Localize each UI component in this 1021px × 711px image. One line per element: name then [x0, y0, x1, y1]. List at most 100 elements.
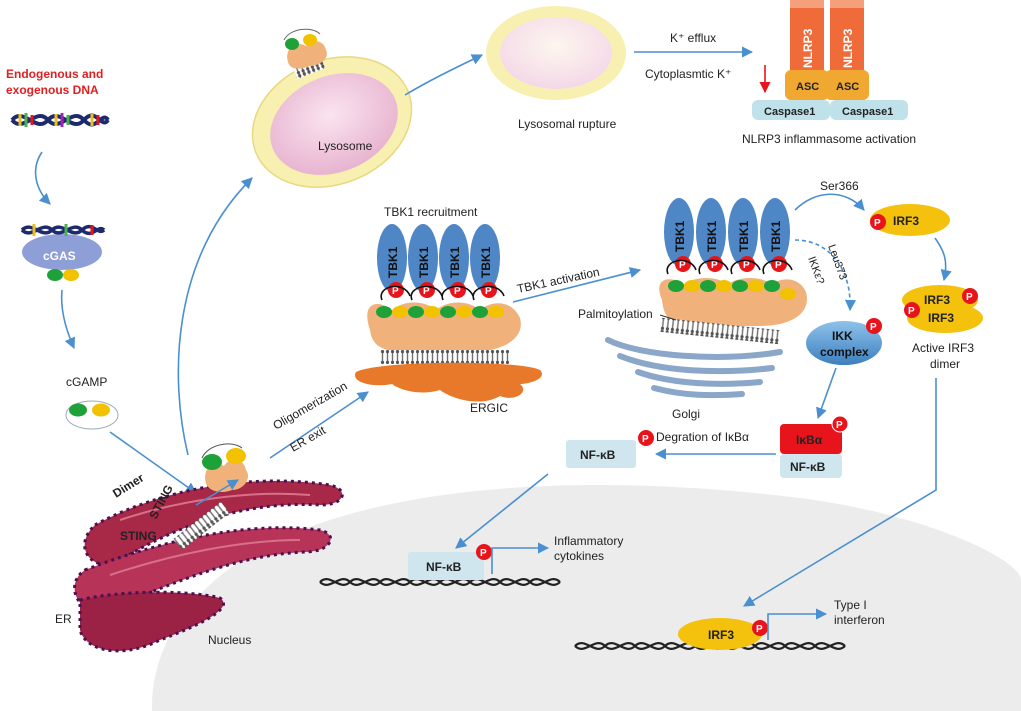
er-label: ER [55, 612, 72, 626]
ergic-membrane [354, 362, 542, 402]
ikk-label-1: IKK [832, 329, 853, 343]
tbk1-label-r1: TBK1 [386, 246, 400, 278]
ikke-label: IKKε? [805, 255, 826, 286]
palmitoylation-pointer [659, 314, 677, 321]
nfkb-nuclear-icon [408, 544, 492, 580]
arrow-irf3-to-dimer [934, 237, 952, 282]
ikk-complex-icon [806, 318, 882, 365]
nfkb-label-nuclear: NF-κB [426, 560, 462, 574]
arrow-leu373 [794, 239, 857, 312]
lysosomal-rupture-label: Lysosomal rupture [518, 117, 617, 131]
irf3-label: IRF3 [893, 214, 919, 228]
arrow-nfkb-to-nucleus [455, 473, 549, 549]
golgi-icon [605, 337, 783, 399]
type1-ifn-label-2: interferon [834, 613, 885, 627]
dna-source-label-line1: Endogenous and [6, 67, 103, 81]
ikba-label: IκBα [796, 433, 823, 447]
golgi-label: Golgi [672, 407, 700, 421]
p-label-dimer2: P [966, 292, 973, 303]
arrow-lysosome-to-rupture [404, 54, 484, 96]
p-label-g4: P [775, 260, 782, 271]
er-icon [73, 479, 344, 653]
p-label-nfkb-nuclear: P [480, 548, 487, 559]
type1-ifn-label-1: Type I [834, 598, 867, 612]
k-efflux-label: K⁺ efflux [670, 31, 716, 45]
ikba-nfkb-complex [780, 415, 849, 478]
arrow-cgamp-to-sting [109, 431, 197, 494]
er-exit-label: ER exit [288, 423, 329, 455]
ikk-label-2: complex [820, 345, 869, 359]
p-label-irf3: P [874, 218, 881, 229]
irf3-dimer-label-1: IRF3 [924, 293, 950, 307]
arrow-dna-to-cgas [34, 151, 51, 205]
tbk1-icon [377, 224, 500, 292]
ser366-label: Ser366 [820, 179, 859, 193]
dimer-label: Dimer [110, 470, 147, 500]
active-irf3-label-1: Active IRF3 [912, 341, 974, 355]
p-label-nfkb-free: P [642, 434, 649, 445]
arrow-sting-to-lysosome [177, 177, 253, 456]
cgas-enzyme-icon [20, 224, 106, 281]
cgamp-molecule-icon [65, 400, 119, 430]
p-label-g3: P [743, 260, 750, 271]
nfkb-free-icon [566, 430, 654, 468]
inflammatory-label-2: cytokines [554, 549, 604, 563]
p-label-r3: P [454, 286, 461, 297]
lysosome-icon [251, 28, 413, 188]
p-label-r4: P [485, 286, 492, 297]
lysosomal-rupture-icon [486, 6, 626, 100]
golgi-activation-complex: TBK1 TBK1 TBK1 TBK1 P P P P [605, 198, 807, 399]
p-label-ikba: P [836, 420, 843, 431]
cytoplasmic-k-label: Cytoplasmtic K⁺ [645, 67, 731, 81]
p-label-r2: P [423, 286, 430, 297]
caspase1-label-1: Caspase1 [764, 106, 815, 118]
active-irf3-label-2: dimer [930, 357, 960, 371]
sting-dimer-icon [201, 443, 249, 492]
arrow-tbk1-activation [512, 267, 642, 303]
irf3-nuclear-icon [678, 618, 768, 650]
p-label-r1: P [392, 286, 399, 297]
irf3-icon [870, 204, 950, 236]
tbk1-recruitment-label: TBK1 recruitment [384, 205, 478, 219]
cgamp-label: cGAMP [66, 375, 107, 389]
dna-helix-icon [10, 113, 110, 127]
degradation-label: Degration of IκBα [656, 430, 749, 444]
tbk1-label-g2: TBK1 [705, 220, 719, 252]
caspase1-label-2: Caspase1 [842, 106, 893, 118]
tbk1-label-r4: TBK1 [479, 246, 493, 278]
tbk1-label-g1: TBK1 [673, 220, 687, 252]
leu373-label: Leu373 [825, 243, 849, 282]
nucleus-region [151, 485, 1021, 711]
tbk1-label-r3: TBK1 [448, 246, 462, 278]
asc-label-2: ASC [836, 81, 859, 93]
arrow-sting-to-ergic [269, 391, 369, 459]
ergic-label: ERGIC [470, 401, 508, 415]
p-label-dimer1: P [908, 306, 915, 317]
p-label-g1: P [679, 260, 686, 271]
sting-label-2: STING [120, 529, 157, 543]
inflammatory-label-1: Inflammatory [554, 534, 623, 548]
dna-source-label-line2: exogenous DNA [6, 83, 99, 97]
lysosome-label: Lysosome [318, 139, 373, 153]
arrow-er-sting-small [195, 479, 239, 506]
inflammasome-icon [752, 0, 908, 120]
dna-strand-nfkb [319, 578, 561, 586]
p-label-irf3-nuclear: P [756, 624, 763, 635]
nlrp3-label-1: NLRP3 [801, 28, 815, 68]
tbk1-label-r2: TBK1 [417, 246, 431, 278]
oligomerization-label: Oligomerization [271, 379, 350, 433]
p-label-ikk: P [870, 322, 877, 333]
palmitoylation-label: Palmitoylation [578, 307, 653, 321]
nfkb-label-free: NF-κB [580, 448, 616, 462]
cgas-label: cGAS [43, 249, 76, 263]
asc-label-1: ASC [796, 81, 819, 93]
tbk1-recruitment-complex: TBK1 TBK1 TBK1 TBK1 P P P P [354, 224, 542, 402]
tbk1-label-g4: TBK1 [769, 220, 783, 252]
p-label-g2: P [711, 260, 718, 271]
nucleus-label: Nucleus [208, 633, 251, 647]
nlrp3-activation-label: NLRP3 inflammasome activation [742, 132, 916, 146]
arrow-type1-ifn [767, 608, 828, 640]
arrow-irf3-to-nucleus [743, 378, 937, 607]
